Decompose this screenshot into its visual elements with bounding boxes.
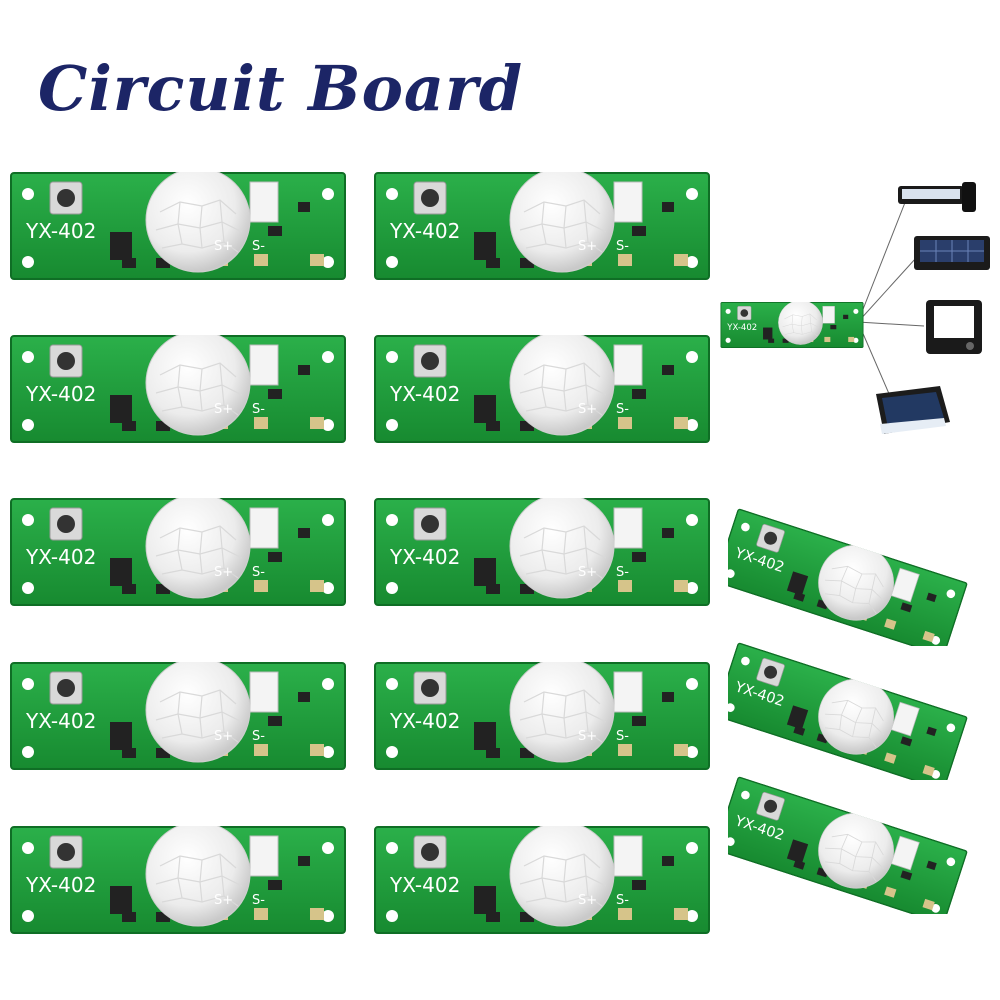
pad-label: S- — [252, 239, 265, 254]
title: Circuit Board — [38, 52, 524, 125]
solar-lamp-icon — [876, 386, 950, 434]
pad-label: S+ — [214, 565, 233, 580]
pad-label: S- — [252, 565, 265, 580]
solar-lamp-icon — [926, 300, 982, 354]
model-label: YX-402 — [25, 219, 96, 243]
pad-label: S- — [252, 729, 265, 744]
circuit-board: YX-402 — [728, 486, 986, 646]
pad-label: S- — [252, 893, 265, 908]
model-label: YX-402 — [389, 545, 460, 569]
circuit-board: YX-402 S+ S- — [374, 172, 710, 280]
circuit-board: YX-402 S+ S- — [374, 335, 710, 443]
pad-label: S- — [616, 402, 629, 417]
model-label: YX-402 — [389, 382, 460, 406]
circuit-board: YX-402 — [728, 754, 986, 914]
model-label: YX-402 — [25, 709, 96, 733]
pad-label: S+ — [578, 729, 597, 744]
model-label: YX-402 — [25, 873, 96, 897]
model-label: YX-402 — [25, 545, 96, 569]
solar-lamp-icon — [898, 182, 976, 212]
solar-lamp-icon — [914, 236, 990, 270]
pad-label: S+ — [578, 565, 597, 580]
model-label: YX-402 — [389, 709, 460, 733]
circuit-board: YX-402 S+ S- — [10, 172, 346, 280]
pad-label: S- — [616, 239, 629, 254]
circuit-board: YX-402 S+ S- — [10, 662, 346, 770]
circuit-board: YX-402 — [728, 620, 986, 780]
circuit-board: YX-402 S+ S- — [374, 826, 710, 934]
circuit-board: YX-402 S+ S- — [374, 498, 710, 606]
circuit-board: YX-402 S+ S- — [374, 662, 710, 770]
model-label: YX-402 — [25, 382, 96, 406]
pad-label: S- — [616, 893, 629, 908]
pad-label: S+ — [214, 402, 233, 417]
pad-label: S+ — [578, 402, 597, 417]
pad-label: S+ — [214, 239, 233, 254]
pad-label: S+ — [214, 893, 233, 908]
pad-label: S+ — [578, 893, 597, 908]
pad-label: S+ — [578, 239, 597, 254]
pad-label: S+ — [214, 729, 233, 744]
circuit-board: YX-402 S+ S- — [10, 335, 346, 443]
pad-label: S- — [616, 565, 629, 580]
circuit-board-diagram: YX-402 — [720, 302, 864, 348]
circuit-board: YX-402 S+ S- — [10, 826, 346, 934]
model-label: YX-402 — [389, 219, 460, 243]
model-label: YX-402 — [726, 323, 757, 333]
circuit-board: YX-402 S+ S- — [10, 498, 346, 606]
pad-label: S- — [616, 729, 629, 744]
pad-label: S- — [252, 402, 265, 417]
model-label: YX-402 — [389, 873, 460, 897]
